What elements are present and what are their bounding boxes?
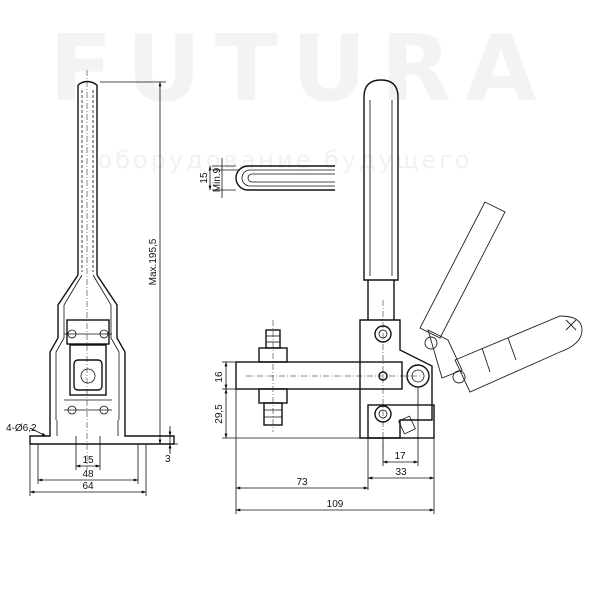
front-dimensions: Max.195,5 3 4-Ø6,2 15 48 64 xyxy=(6,81,178,496)
dim-max-height: Max.195,5 xyxy=(148,238,159,285)
side-spindle-arm xyxy=(235,361,403,390)
front-top-block xyxy=(66,319,110,345)
dim-handle-min: Min.9 xyxy=(212,167,223,192)
handle-detail: 15 Min.9 xyxy=(199,158,335,198)
front-link-block xyxy=(69,344,107,396)
watermark-brand: FUTURA xyxy=(49,15,550,122)
dim-overall-length: 109 xyxy=(327,499,344,510)
handle-detail-outline xyxy=(235,165,335,191)
dim-base-length: 33 xyxy=(395,467,407,478)
side-clamp-body xyxy=(359,319,433,439)
dim-base-inner: 48 xyxy=(82,469,94,480)
watermark: FUTURA оборудование будущего xyxy=(49,15,550,174)
front-view xyxy=(29,70,175,470)
dim-hole-spacing: 15 xyxy=(82,455,94,466)
dim-base-width: 64 xyxy=(82,481,94,492)
dim-pivot-offset: 17 xyxy=(394,451,406,462)
side-handle-grip xyxy=(363,79,399,281)
dim-handle-height: 15 xyxy=(199,172,210,184)
dim-hole-spec: 4-Ø6,2 xyxy=(6,423,37,434)
side-base xyxy=(367,404,435,439)
dim-base-thickness: 3 xyxy=(165,454,171,465)
side-dimensions: 16 29,5 17 33 73 109 xyxy=(214,361,435,514)
dim-pivot-height: 29,5 xyxy=(214,404,225,424)
front-base xyxy=(29,420,175,445)
side-open-positions xyxy=(419,201,583,393)
side-view xyxy=(235,79,435,455)
dim-spindle-height: 16 xyxy=(214,371,225,383)
dim-spindle-reach: 73 xyxy=(296,477,308,488)
side-main-pivot xyxy=(406,364,430,388)
front-handle-arms xyxy=(49,274,126,420)
